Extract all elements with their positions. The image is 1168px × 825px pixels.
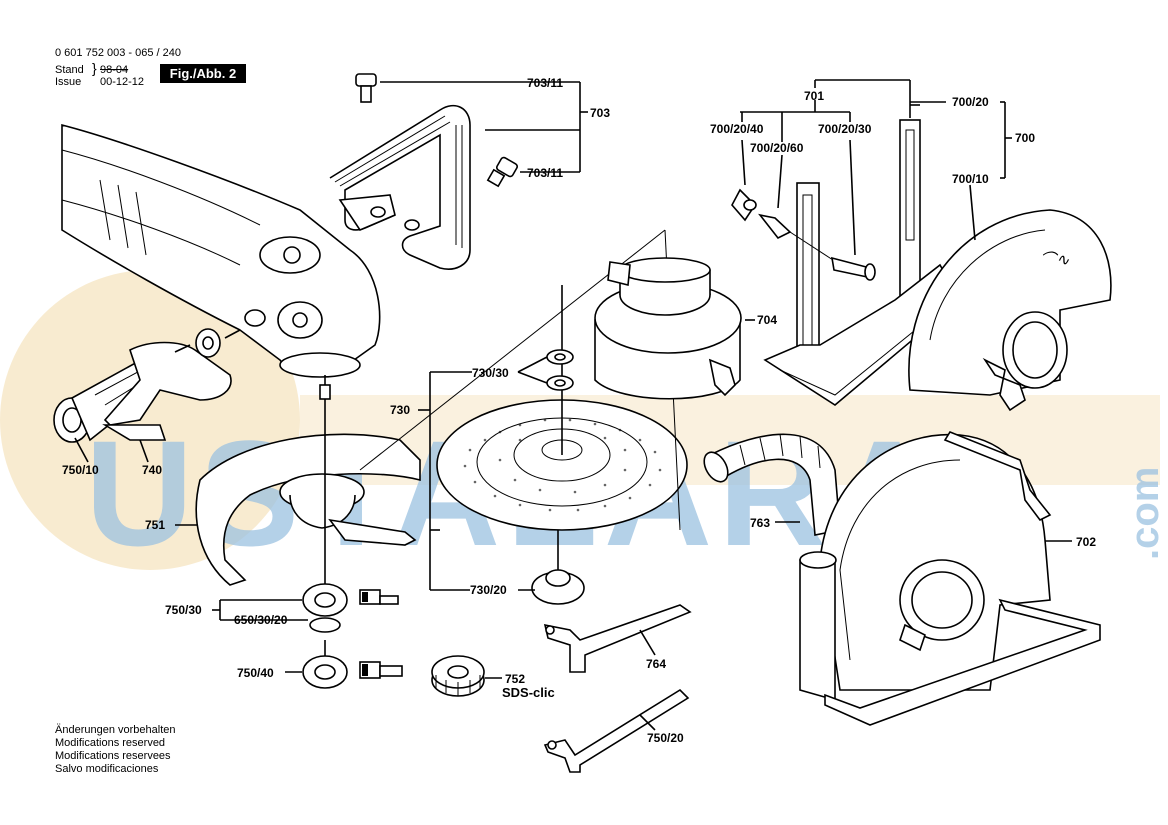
part-750-20-spanner bbox=[543, 688, 690, 773]
callout-700-10: 700/10 bbox=[952, 172, 989, 186]
figure-label: Fig./Abb. 2 bbox=[160, 64, 246, 83]
callout-764: 764 bbox=[646, 657, 666, 671]
cover-logo-icon: ⌒∿ bbox=[1040, 251, 1070, 269]
callout-700-20-30: 700/20/30 bbox=[818, 122, 872, 136]
callout-703-11-mid: 703/11 bbox=[527, 166, 563, 180]
part-730-disc bbox=[436, 285, 688, 531]
part-730-20-pad bbox=[531, 530, 585, 605]
callout-730-20: 730/20 bbox=[470, 583, 507, 597]
part-703-bracket bbox=[329, 73, 588, 270]
issue-value: 00-12-12 bbox=[100, 76, 145, 88]
part-752-sds-nut bbox=[431, 655, 485, 697]
part-740-side-handle bbox=[53, 328, 241, 463]
part-700-10-cover: ⌒∿ bbox=[908, 209, 1112, 412]
part-750-40-flange bbox=[302, 640, 403, 689]
callout-750-40: 750/40 bbox=[237, 666, 274, 680]
part-number: 0 601 752 003 - 065 / 240 bbox=[55, 47, 181, 59]
callout-750-10: 750/10 bbox=[62, 463, 99, 477]
modifications-de: Änderungen vorbehalten bbox=[55, 724, 176, 736]
modifications-fr: Modifications reservees bbox=[55, 750, 171, 762]
sds-clic-label: SDS-clic bbox=[502, 685, 555, 700]
callout-700-20: 700/20 bbox=[952, 95, 989, 109]
callout-703: 703 bbox=[590, 106, 610, 120]
callout-700-20-60: 700/20/60 bbox=[750, 141, 804, 155]
issue-label: Issue bbox=[55, 76, 82, 88]
callout-763: 763 bbox=[750, 516, 770, 530]
part-702-cutting-guard bbox=[799, 431, 1101, 726]
part-751-guard bbox=[175, 400, 421, 590]
modifications-note: Änderungen vorbehalten Modifications res… bbox=[55, 724, 175, 776]
callout-730: 730 bbox=[390, 403, 410, 417]
callout-750-30: 750/30 bbox=[165, 603, 202, 617]
stand-value: 98-04 bbox=[100, 64, 129, 76]
stand-label: Stand bbox=[55, 64, 84, 76]
part-700-guide-rail bbox=[731, 119, 962, 406]
callout-702: 702 bbox=[1076, 535, 1096, 549]
callout-752: 752 bbox=[505, 672, 525, 686]
callout-700: 700 bbox=[1015, 131, 1035, 145]
modifications-es: Salvo modificaciones bbox=[55, 763, 159, 775]
callout-730-30: 730/30 bbox=[472, 366, 509, 380]
modifications-en: Modifications reserved bbox=[55, 737, 166, 749]
angle-grinder bbox=[61, 123, 381, 400]
callout-703-11-top: 703/11 bbox=[527, 76, 563, 90]
part-764-spanner bbox=[543, 604, 692, 673]
callout-650-30-20: 650/30/20 bbox=[234, 613, 288, 627]
watermark-suffix: .com bbox=[1123, 467, 1167, 560]
callout-704: 704 bbox=[757, 313, 777, 327]
part-730-30-washers bbox=[546, 349, 574, 391]
brace-icon: } bbox=[92, 60, 97, 76]
part-704-hood bbox=[594, 257, 755, 400]
callout-701: 701 bbox=[804, 89, 824, 103]
callout-700-20-40: 700/20/40 bbox=[710, 122, 764, 136]
part-750-30-flange bbox=[302, 583, 399, 617]
callout-750-20: 750/20 bbox=[647, 731, 684, 745]
part-650-30-20-ring bbox=[309, 617, 341, 633]
callout-751: 751 bbox=[145, 518, 165, 532]
callout-740: 740 bbox=[142, 463, 162, 477]
